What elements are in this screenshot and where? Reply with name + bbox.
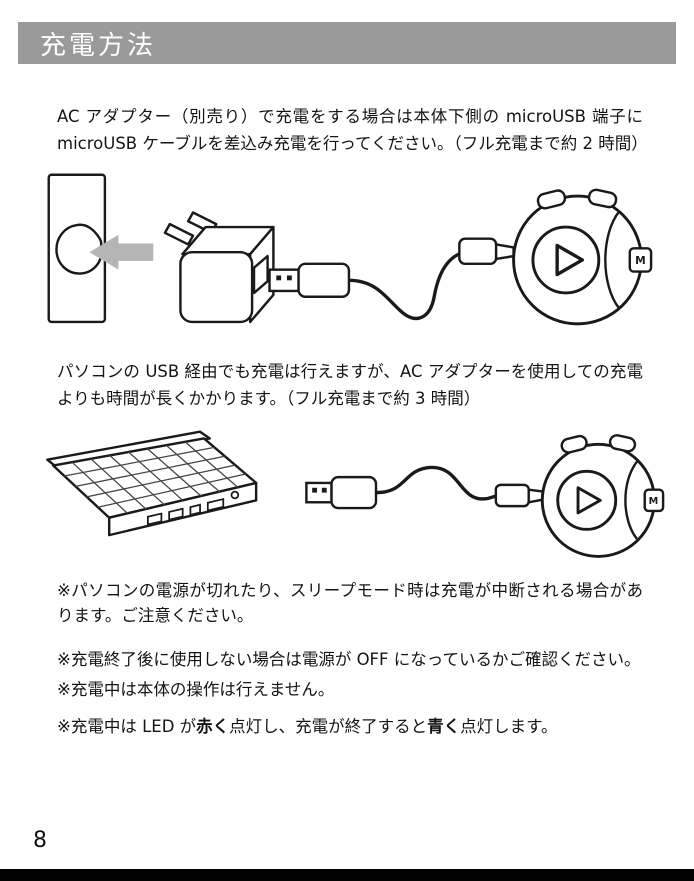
illustration-ac-adapter-charging: M <box>27 167 667 351</box>
pc-charging-drawing: M <box>46 430 665 558</box>
page-header: 充電方法 <box>18 22 676 64</box>
laptop-ports <box>146 490 240 526</box>
wall-outlet <box>47 173 107 324</box>
page-title: 充電方法 <box>40 30 157 61</box>
page-content: AC アダプター（別売り）で充電をする場合は本体下側の microUSB 端子に… <box>46 104 665 740</box>
note-led-blue-text: 青く <box>427 717 461 737</box>
player-device: M <box>512 189 653 326</box>
plug-direction-arrow-icon <box>89 235 154 271</box>
paragraph-pc-charging: パソコンの USB 経由でも充電は行えますが、AC アダプターを使用しての充電よ… <box>57 362 643 409</box>
usb-a-plug <box>268 263 351 299</box>
paragraph-ac-charging: AC アダプター（別売り）で充電をする場合は本体下側の microUSB 端子に… <box>57 107 648 153</box>
ac-adapter <box>163 211 275 324</box>
device-size-label: M <box>649 496 659 507</box>
play-icon <box>576 486 602 515</box>
usb-cable <box>375 465 499 501</box>
player-device: M <box>540 433 665 558</box>
note-led-mid: 点灯し、充電が終了すると <box>229 717 428 737</box>
note-led-suffix: 点灯します。 <box>460 717 558 737</box>
footer-bar <box>0 869 694 881</box>
microusb-plug <box>494 483 546 508</box>
ac-charging-drawing: M <box>47 173 653 326</box>
play-icon <box>555 244 585 277</box>
note-led-colors: ※充電中は LED が赤く点灯し、充電が終了すると青く点灯します。 <box>57 714 643 740</box>
microusb-plug <box>458 237 515 266</box>
note-power-off: ※充電終了後に使用しない場合は電源が OFF になっているかご確認ください。 <box>57 650 641 669</box>
page-number: 8 <box>33 828 47 853</box>
device-size-label: M <box>635 254 646 267</box>
note-led-prefix: ※充電中は LED が <box>57 717 197 737</box>
laptop-keyboard <box>64 441 246 514</box>
usb-a-plug <box>305 475 378 510</box>
note-sleep-mode: ※パソコンの電源が切れたり、スリープモード時は充電が中断される場合があります。ご… <box>57 580 643 626</box>
usb-cable <box>348 251 464 321</box>
illustration-pc-usb-charging: M <box>27 423 667 568</box>
note-led-red-text: 赤く <box>196 717 230 737</box>
note-no-operation: ※充電中は本体の操作は行えません。 <box>57 679 335 699</box>
